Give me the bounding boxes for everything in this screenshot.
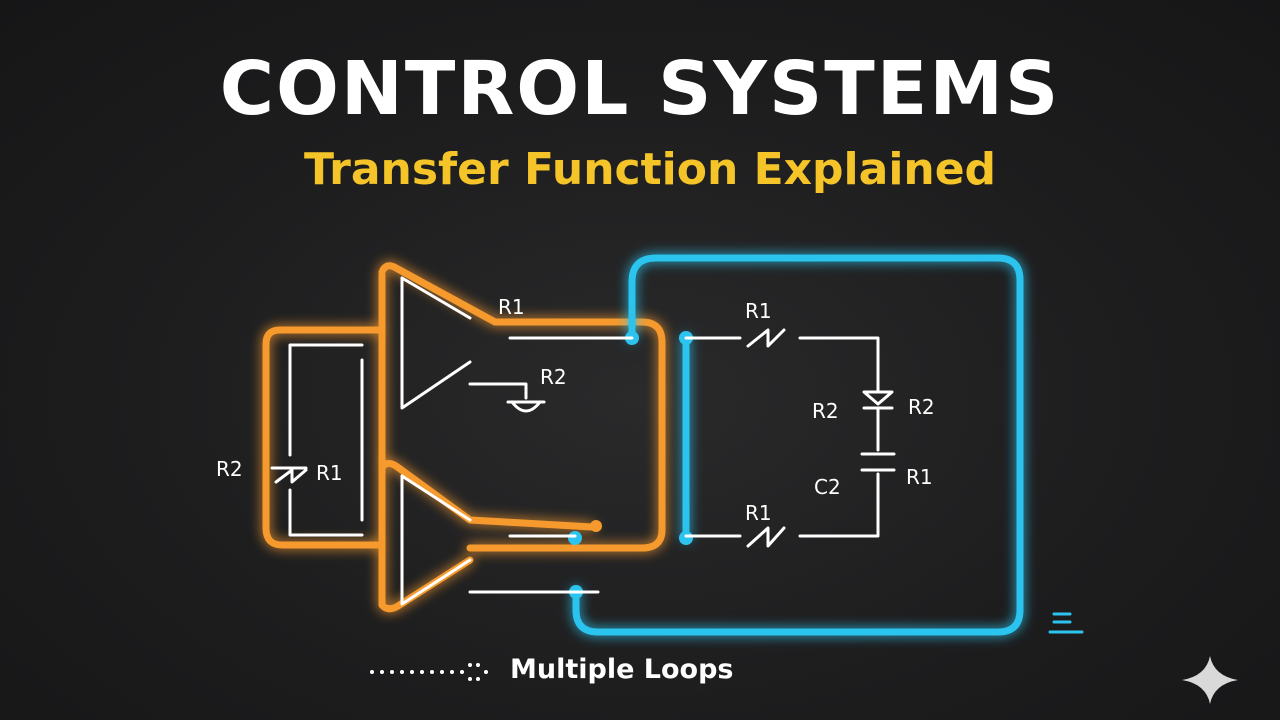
dotted-arrow-icon [370,663,488,681]
page-subtitle: Transfer Function Explained [303,144,997,195]
label-amp-top-r2: R2 [540,365,567,389]
label-left-r2: R2 [216,457,243,481]
label-amp-top-r1: R1 [498,295,525,319]
page-title: CONTROL SYSTEMS [219,46,1061,132]
footer-label: Multiple Loops [510,654,734,685]
label-right-r1-mid: R1 [906,465,933,489]
orange-node [590,520,602,532]
menu-lines-icon [1048,612,1084,634]
sparkle-icon [1182,656,1238,704]
label-left-r1: R1 [316,461,343,485]
orange-feedback-loop [262,262,666,613]
label-right-top-r1: R1 [745,299,772,323]
label-right-r2-left: R2 [812,399,839,423]
label-right-bottom-r1: R1 [745,501,772,525]
label-right-c2: C2 [814,475,841,499]
blue-feedback-loop [572,254,1024,636]
blue-nodes [568,331,693,599]
white-wiring [270,276,896,606]
label-right-r2-right: R2 [908,395,935,419]
